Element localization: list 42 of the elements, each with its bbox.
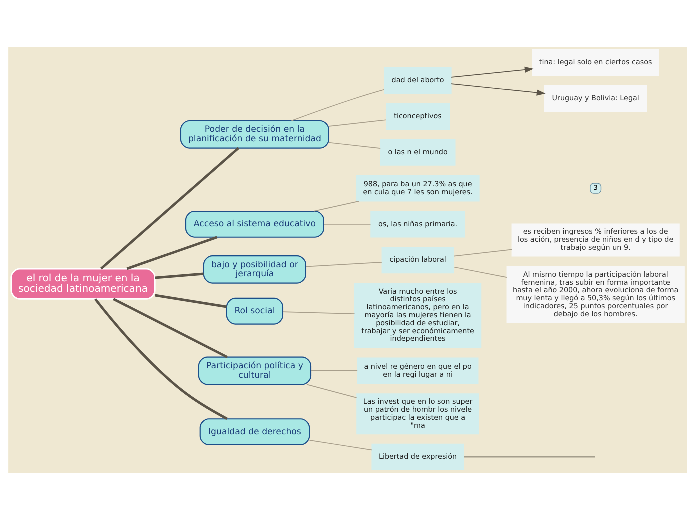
connector <box>282 312 356 314</box>
node-box: Libertad de expresión <box>372 444 464 470</box>
node-box: Igualdad de derechos <box>200 418 310 446</box>
connector <box>306 384 358 398</box>
node-box: Participación política y cultural <box>198 356 312 386</box>
node-box: ticonceptivos <box>386 103 450 130</box>
node-box: Poder de decisión en la planificación de su maternidad <box>180 120 330 149</box>
node-box: Al mismo tiempo la participación laboral femenina, tras subir en forma importante hasta el año 2000, ahora evoluciona de forma muy lenta y llegó a 50,3% según los últimos indicadores, 25 puntos porcentuales por debajo de los hombres. <box>506 266 685 324</box>
node-box: es reciben ingresos % inferiores a los de los ación, presencia de niños en d y tipo de trabajo según un 9. <box>512 224 680 257</box>
connector <box>314 201 360 212</box>
connector <box>291 89 385 122</box>
connector <box>309 440 372 451</box>
node-box: a nivel re género en que el po en la regi lugar a ni <box>357 358 479 384</box>
connector <box>454 249 513 257</box>
connector <box>155 294 227 308</box>
node-box: Las invest que en lo son super un patrón de hombr los nivele participac la existen que a "ma <box>356 394 480 435</box>
node-box: o las n el mundo <box>380 139 456 166</box>
connector <box>454 266 508 278</box>
node-box: tina: legal solo en ciertos casos <box>532 50 660 76</box>
connector <box>328 142 382 149</box>
connector <box>126 236 218 270</box>
node-box: el rol de la mujer en la sociedad latinoamericana <box>10 268 156 300</box>
node-box: dad del aborto <box>384 67 452 94</box>
node-box: Acceso al sistema educativo <box>185 210 324 238</box>
connector <box>464 456 596 458</box>
node-box: cipación laboral <box>382 247 454 274</box>
connector <box>155 272 204 280</box>
connector <box>306 262 382 268</box>
connector <box>328 120 387 127</box>
arrow <box>451 66 534 78</box>
node-box: Rol social <box>226 298 284 325</box>
connector <box>310 370 358 372</box>
connector <box>100 147 240 270</box>
node-box: Varía mucho entre los distintos países latinoamericanos, pero en la mayoría las mujeres tienen la posibilidad de estudiar, trabajar y ser económicamente independientes <box>354 283 482 348</box>
connector <box>113 298 228 358</box>
node-box: Uruguay y Bolivia: Legal <box>544 85 648 112</box>
connector <box>324 224 372 225</box>
node-box: os, las niñas primaria. <box>370 211 466 238</box>
arrow <box>451 84 546 96</box>
node-box: 988, para ba un 27.3% as que en cula que 7 les son mujeres. <box>356 175 480 202</box>
node-box: bajo y posibilidad or jerarquía <box>203 256 307 284</box>
connector <box>94 298 228 420</box>
